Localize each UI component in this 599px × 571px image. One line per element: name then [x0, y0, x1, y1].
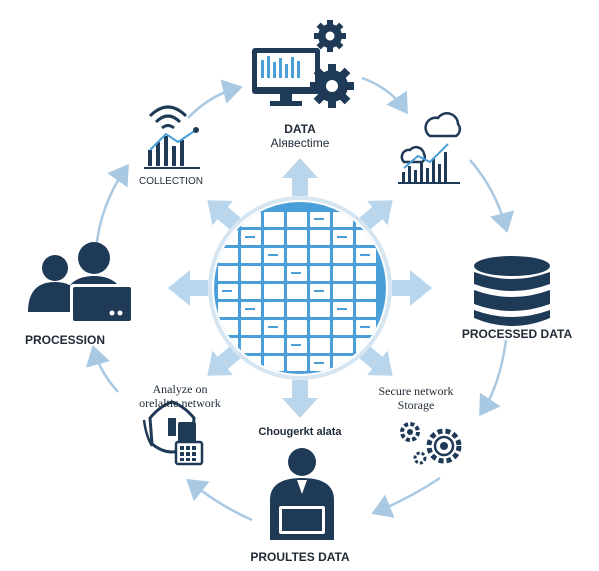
- node-label-secure-storage: Secure network Storage: [356, 384, 476, 412]
- grid-cell: [310, 338, 330, 353]
- cycle-arrow-collection-to-data: [187, 79, 243, 119]
- users-laptop-icon: [28, 242, 134, 324]
- node-label-data-line2: Alявесtime: [270, 136, 330, 150]
- cycle-arrow-storage-to-bottom: [371, 476, 441, 518]
- node-label-procession: PROCESSION: [24, 333, 105, 347]
- grid-cell: [287, 248, 307, 263]
- node-label-collection: COLLECTION: [139, 176, 203, 187]
- cycle-arrow-analytics-to-database: [469, 159, 515, 233]
- grid-cell: [333, 266, 353, 281]
- grid-cell-mark: [360, 326, 370, 328]
- grid-cell-mark: [291, 344, 301, 346]
- grid-cell: [333, 248, 353, 263]
- grid-cell: [356, 302, 376, 317]
- grid-cell-mark: [314, 290, 324, 292]
- cycle-arrow-database-to-storage: [479, 339, 508, 417]
- grid-cell-mark: [314, 362, 324, 364]
- grid-cell: [241, 338, 261, 353]
- grid-cell-mark: [291, 272, 301, 274]
- grid-cell: [241, 266, 261, 281]
- grid-cell-mark: [337, 236, 347, 238]
- grid-cell: [264, 212, 284, 227]
- grid-cell: [333, 338, 353, 353]
- grid-cell: [218, 248, 238, 263]
- node-label-processed-data: PROCESSED DATA: [461, 327, 573, 341]
- cycle-arrow-bottom-to-analyze: [186, 478, 253, 522]
- grid-cell-mark: [314, 218, 324, 220]
- cloud-analytics-chart-icon: [398, 112, 462, 184]
- cycle-arrows: [85, 76, 515, 522]
- cycle-arrow-procession-to-collection: [94, 163, 129, 251]
- gears-storage-icon: [400, 422, 462, 465]
- grid-cell: [264, 266, 284, 281]
- radial-arrow-down: [282, 380, 318, 418]
- node-label-data-line1: DATA: [284, 122, 316, 136]
- grid-cell: [241, 248, 261, 263]
- grid-cell: [356, 284, 376, 299]
- grid-cell: [287, 230, 307, 245]
- grid-cell-mark: [245, 236, 255, 238]
- grid-cell: [241, 320, 261, 335]
- wifi-signal-chart-icon: [144, 105, 200, 169]
- shield-device-icon: [142, 400, 204, 466]
- grid-cell: [310, 230, 330, 245]
- grid-cell: [264, 338, 284, 353]
- grid-cell: [287, 356, 307, 371]
- node-label-secure-storage-line2: Storage: [397, 398, 435, 412]
- grid-cell: [310, 266, 330, 281]
- node-label-analyze: Analyzе on orelaltic network: [100, 382, 260, 410]
- grid-cell: [310, 248, 330, 263]
- grid-cell: [287, 284, 307, 299]
- grid-cell: [264, 302, 284, 317]
- database-icon: [474, 256, 550, 326]
- grid-cell: [310, 320, 330, 335]
- monitor-gears-icon: [252, 20, 354, 108]
- cycle-arrow-analyze-to-procession: [85, 345, 119, 393]
- radial-arrow-left: [168, 270, 208, 306]
- grid-cell-mark: [268, 254, 278, 256]
- person-laptop-icon: [270, 448, 334, 540]
- grid-cell: [218, 266, 238, 281]
- radial-arrow-right: [392, 270, 432, 306]
- grid-cell: [287, 320, 307, 335]
- grid-cell: [287, 302, 307, 317]
- grid-cell: [310, 302, 330, 317]
- grid-cell: [333, 284, 353, 299]
- grid-cell: [356, 266, 376, 281]
- node-label-secure-storage-line1: Secure network: [378, 384, 454, 398]
- grid-cell-mark: [245, 308, 255, 310]
- grid-cell: [241, 284, 261, 299]
- radial-arrow-up: [282, 158, 318, 196]
- grid-cell-mark: [360, 254, 370, 256]
- grid-cell: [287, 212, 307, 227]
- node-label-analyze-line1: Analyzе on: [152, 382, 208, 396]
- grid-cell: [264, 356, 284, 371]
- grid-cell: [264, 230, 284, 245]
- grid-cell-mark: [337, 308, 347, 310]
- grid-cell-mark: [268, 326, 278, 328]
- cycle-arrow-data-to-analytics: [361, 76, 408, 115]
- node-label-chougerkt: Chougerkt alata: [258, 426, 342, 438]
- node-label-data: DATA Alявесtime: [240, 122, 360, 150]
- data-grid-globe-icon: [208, 196, 392, 380]
- grid-cell: [264, 284, 284, 299]
- grid-cell: [218, 302, 238, 317]
- grid-cell-mark: [222, 290, 232, 292]
- node-label-analyze-line2: orelaltic network: [139, 396, 221, 410]
- grid-cell: [333, 320, 353, 335]
- node-label-proultes-data: PROULTES DATA: [250, 550, 350, 564]
